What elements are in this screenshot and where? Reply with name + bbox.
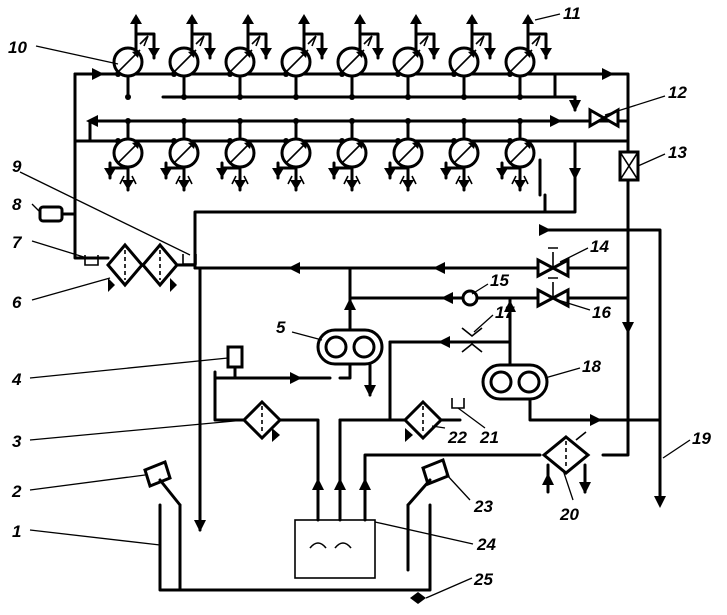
label-20: 20: [559, 505, 579, 524]
label-18: 18: [582, 357, 601, 376]
label-5: 5: [276, 318, 286, 337]
label-8: 8: [12, 195, 22, 214]
label-22: 22: [447, 428, 467, 447]
upper-consumer-2: [168, 14, 216, 100]
pump-18-lines: [359, 336, 666, 522]
lower-consumer-4: [272, 118, 312, 192]
filter-6: [88, 242, 197, 292]
funnel-2: [143, 460, 182, 507]
lower-consumer-row: [104, 118, 536, 192]
label-1: 1: [12, 522, 21, 541]
label-6: 6: [12, 293, 22, 312]
label-3: 3: [12, 432, 22, 451]
pressure-relay-4: [226, 345, 244, 380]
lower-consumer-5: [328, 118, 368, 192]
tank-24: [158, 503, 432, 604]
upper-consumer-5: [336, 14, 384, 100]
upper-consumer-6: [392, 14, 440, 100]
pressure-relay-8: [38, 205, 77, 223]
upper-consumer-7: [448, 14, 496, 100]
valve-12: [588, 107, 620, 129]
labels: 1 2 3 4 5 6 7 8 9 10 11 12 13 14 15 16 1…: [8, 4, 711, 589]
funnel-23: [406, 458, 450, 507]
label-4: 4: [11, 370, 22, 389]
air-vent-21: [451, 398, 465, 409]
label-19: 19: [692, 429, 711, 448]
lower-consumer-8: [496, 118, 536, 192]
air-vent-9: [182, 254, 197, 265]
label-15: 15: [490, 271, 509, 290]
left-drain-line: [194, 266, 206, 532]
label-13: 13: [668, 143, 687, 162]
lower-consumer-6: [384, 118, 424, 192]
pump-5-lines: [213, 296, 407, 522]
label-2: 2: [11, 482, 22, 501]
lower-return-lines: [73, 115, 630, 270]
label-9: 9: [12, 157, 22, 176]
label-21: 21: [479, 428, 499, 447]
lower-consumer-3: [216, 118, 256, 192]
cooler-20: [541, 431, 591, 475]
main-header-lines: [193, 228, 662, 422]
label-16: 16: [592, 303, 611, 322]
upper-consumer-3: [224, 14, 272, 100]
label-24: 24: [476, 535, 496, 554]
label-11: 11: [563, 4, 581, 23]
label-12: 12: [668, 83, 687, 102]
cooler-20-lines: [542, 463, 591, 494]
label-14: 14: [590, 237, 609, 256]
air-vent-7: [84, 255, 99, 266]
filter-22: [402, 399, 444, 442]
lower-consumer-1: [104, 118, 144, 192]
pump-5: [316, 328, 384, 366]
upper-consumer-8: [504, 14, 552, 100]
pump-18: [481, 363, 549, 401]
label-17: 17: [495, 303, 515, 322]
filter-3: [241, 399, 283, 442]
flow-meter-13: [618, 150, 640, 182]
check-valve-15: [461, 289, 479, 307]
label-23: 23: [473, 497, 493, 516]
valve-14: [536, 247, 570, 279]
label-7: 7: [12, 233, 23, 252]
lower-consumer-7: [440, 118, 480, 192]
label-25: 25: [473, 570, 493, 589]
upper-consumer-4: [280, 14, 328, 100]
lower-consumer-2: [160, 118, 200, 192]
label-10: 10: [8, 38, 27, 57]
upper-consumer-1: [112, 14, 160, 100]
orifice-17: [461, 327, 483, 353]
leader-lines: [19, 13, 691, 599]
upper-consumer-row: [112, 14, 552, 100]
